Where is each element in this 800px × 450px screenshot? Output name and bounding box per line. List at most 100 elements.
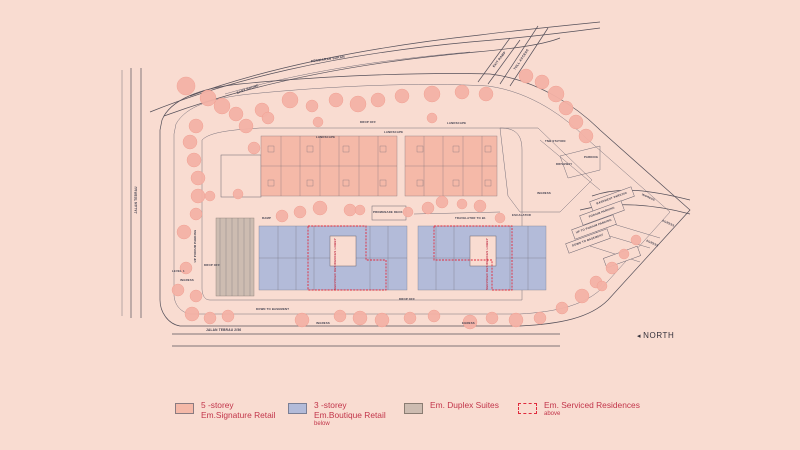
label-level-1: LEVEL 1 [172,269,185,273]
label-ingress-right: INGRESS [537,191,551,195]
legend-text-signature-retail: 5 -storey Em.Signature Retail [201,400,275,420]
north-label: NORTH [643,331,675,340]
north-indicator: ◂ NORTH [637,331,674,340]
label-right-5: INGRESS [641,192,655,202]
road-label-east-bound: EAST BOUND [236,83,260,95]
label-down-basement: DOWN TO BASEMENT [256,307,289,311]
duplex-suites-block [215,217,255,297]
tree [630,234,642,246]
tree [574,288,590,304]
label-landscape-2: LANDSCAPE [384,130,403,134]
tree [221,309,235,323]
road-label-jalan-tebrau-left: JALAN TEBRAU [134,186,138,214]
legend-item-boutique-retail: 3 -storey Em.Boutique Retail below [288,400,386,428]
tree [508,312,524,328]
tree [618,248,630,260]
tree [354,204,366,216]
tree [568,114,584,130]
tree [186,152,202,168]
legend-text-duplex-suites: Em. Duplex Suites [430,400,499,410]
label-parking: PARKING [584,155,598,159]
label-ingress-bottom: INGRESS [316,321,330,325]
tree [596,280,608,292]
label-landscape-3: LANDSCAPE [447,121,466,125]
tree [333,309,347,323]
tree [423,85,441,103]
tree [228,106,244,122]
label-up-podium: UP PODIUM PARKING [193,230,197,263]
north-arrow-icon: ◂ [637,332,642,340]
tree [294,312,310,328]
tree [293,205,307,219]
tree [176,224,192,240]
tree [426,112,438,124]
legend-text-boutique-retail: 3 -storey Em.Boutique Retail below [314,400,386,428]
tree [199,89,217,107]
tree [473,199,487,213]
tree [374,312,390,328]
label-travelator: TRAVELATOR TO B1 [455,216,486,220]
road-label-jalan-tebrau-bottom: JALAN TEBRAU 2/56 [206,328,241,332]
tree [435,195,449,209]
label-ingress-left: INGRESS [180,278,194,282]
legend-note-residences: above [544,411,561,417]
legend-swatch-boutique-retail [288,403,307,414]
tree [494,212,506,224]
tree [188,118,204,134]
boutique-retail-blocks [258,225,547,291]
tree [343,203,357,217]
tree [189,207,203,221]
serviced-residences-outline [307,225,513,291]
legend-line1-duplex: Em. Duplex Suites [430,400,499,410]
legend-swatch-serviced-residences [518,403,537,414]
legend-item-duplex-suites: Em. Duplex Suites [404,400,499,414]
tree [232,188,244,200]
tree [462,314,478,330]
tree [605,261,619,275]
label-driveway: DRIVEWAY [556,162,572,166]
tree [312,200,328,216]
legend-line2-signature: Em.Signature Retail [201,410,276,420]
label-residences-lobby-2: SERVICED RESIDENCES LOBBY [485,238,489,290]
tree [402,206,414,218]
legend-swatch-duplex-suites [404,403,423,414]
tree [281,91,299,109]
tree [247,141,261,155]
tree [328,92,344,108]
tree [179,261,193,275]
tree [184,306,200,322]
tree [533,311,547,325]
tree [275,209,289,223]
road-label-persiaran-sukan: PERSIARAN SUKAN [311,55,346,64]
tree [349,95,367,113]
legend-line1-boutique: 3 -storey [314,400,347,410]
legend: 5 -storey Em.Signature Retail 3 -storey … [0,400,800,440]
tree [190,188,206,204]
legend-line1-signature: 5 -storey [201,400,234,410]
tree [261,111,275,125]
tree [171,283,185,297]
tree [558,100,574,116]
label-landscape-1: LANDSCAPE [316,135,335,139]
tree [176,76,196,96]
tree [421,201,435,215]
tree [427,309,441,323]
tree [534,74,550,90]
tree [189,289,203,303]
tree [454,84,470,100]
tree [312,116,324,128]
tree [547,85,565,103]
legend-text-serviced-residences: Em. Serviced Residences above [544,400,640,418]
tree [182,134,198,150]
tree [370,92,386,108]
legend-line2-boutique: Em.Boutique Retail [314,410,386,420]
tree [203,311,217,325]
legend-item-serviced-residences: Em. Serviced Residences above [518,400,640,418]
label-right-7: EGRESS [646,239,659,248]
label-drop-off-top: DROP OFF [360,120,376,124]
label-escalator: ESCALATOR [512,213,531,217]
tree [352,310,368,326]
tree [403,311,417,325]
signature-retail-blocks [220,135,498,198]
